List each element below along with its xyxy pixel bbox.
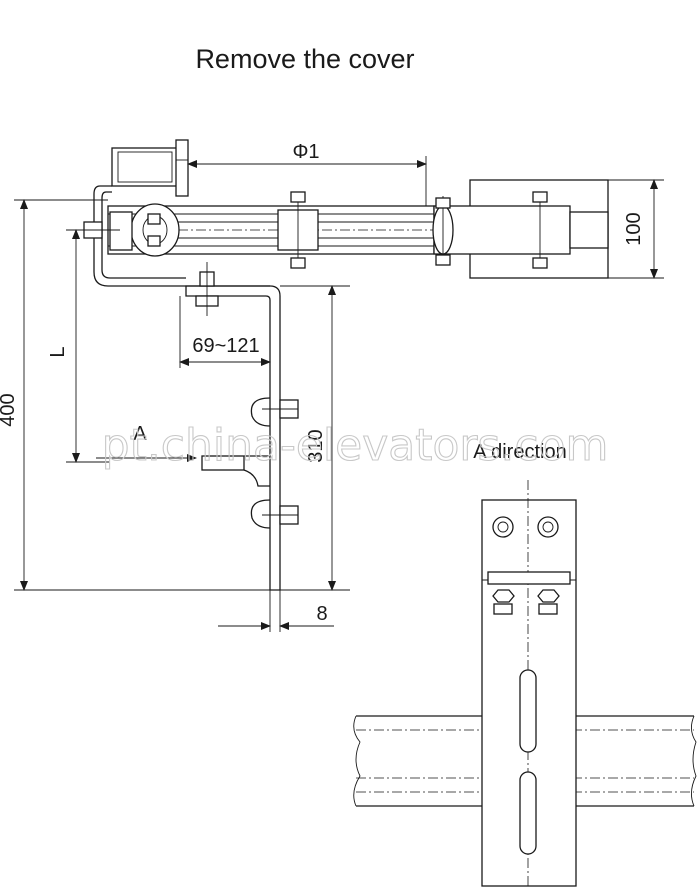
- box-plate: [175, 139, 189, 197]
- a-direction-view: [353, 480, 697, 889]
- view-arrow-label: A: [133, 423, 147, 445]
- dim-100: 100: [623, 212, 645, 245]
- dimension-labels: Φ1 100 400 L 69~121 310 8 A: [0, 141, 645, 625]
- dimension-lines: [14, 156, 664, 632]
- lower-slot: [519, 771, 537, 855]
- dim-400: 400: [0, 393, 19, 426]
- drawing-title: Remove the cover: [195, 44, 414, 74]
- left-pulley: [130, 203, 180, 257]
- mounting-bracket-assembly: [70, 139, 609, 591]
- dim-L: L: [47, 346, 69, 357]
- dim-8: 8: [316, 603, 327, 625]
- dim-69-121: 69~121: [192, 335, 259, 357]
- dim-phi1: Φ1: [292, 141, 319, 163]
- view-title: A direction: [473, 441, 566, 463]
- dim-310: 310: [305, 429, 327, 462]
- switch-box: [111, 147, 179, 187]
- watermark: pt.china-elevators.com: [102, 420, 609, 471]
- rail-clip: [201, 455, 245, 471]
- upper-slot: [519, 669, 537, 753]
